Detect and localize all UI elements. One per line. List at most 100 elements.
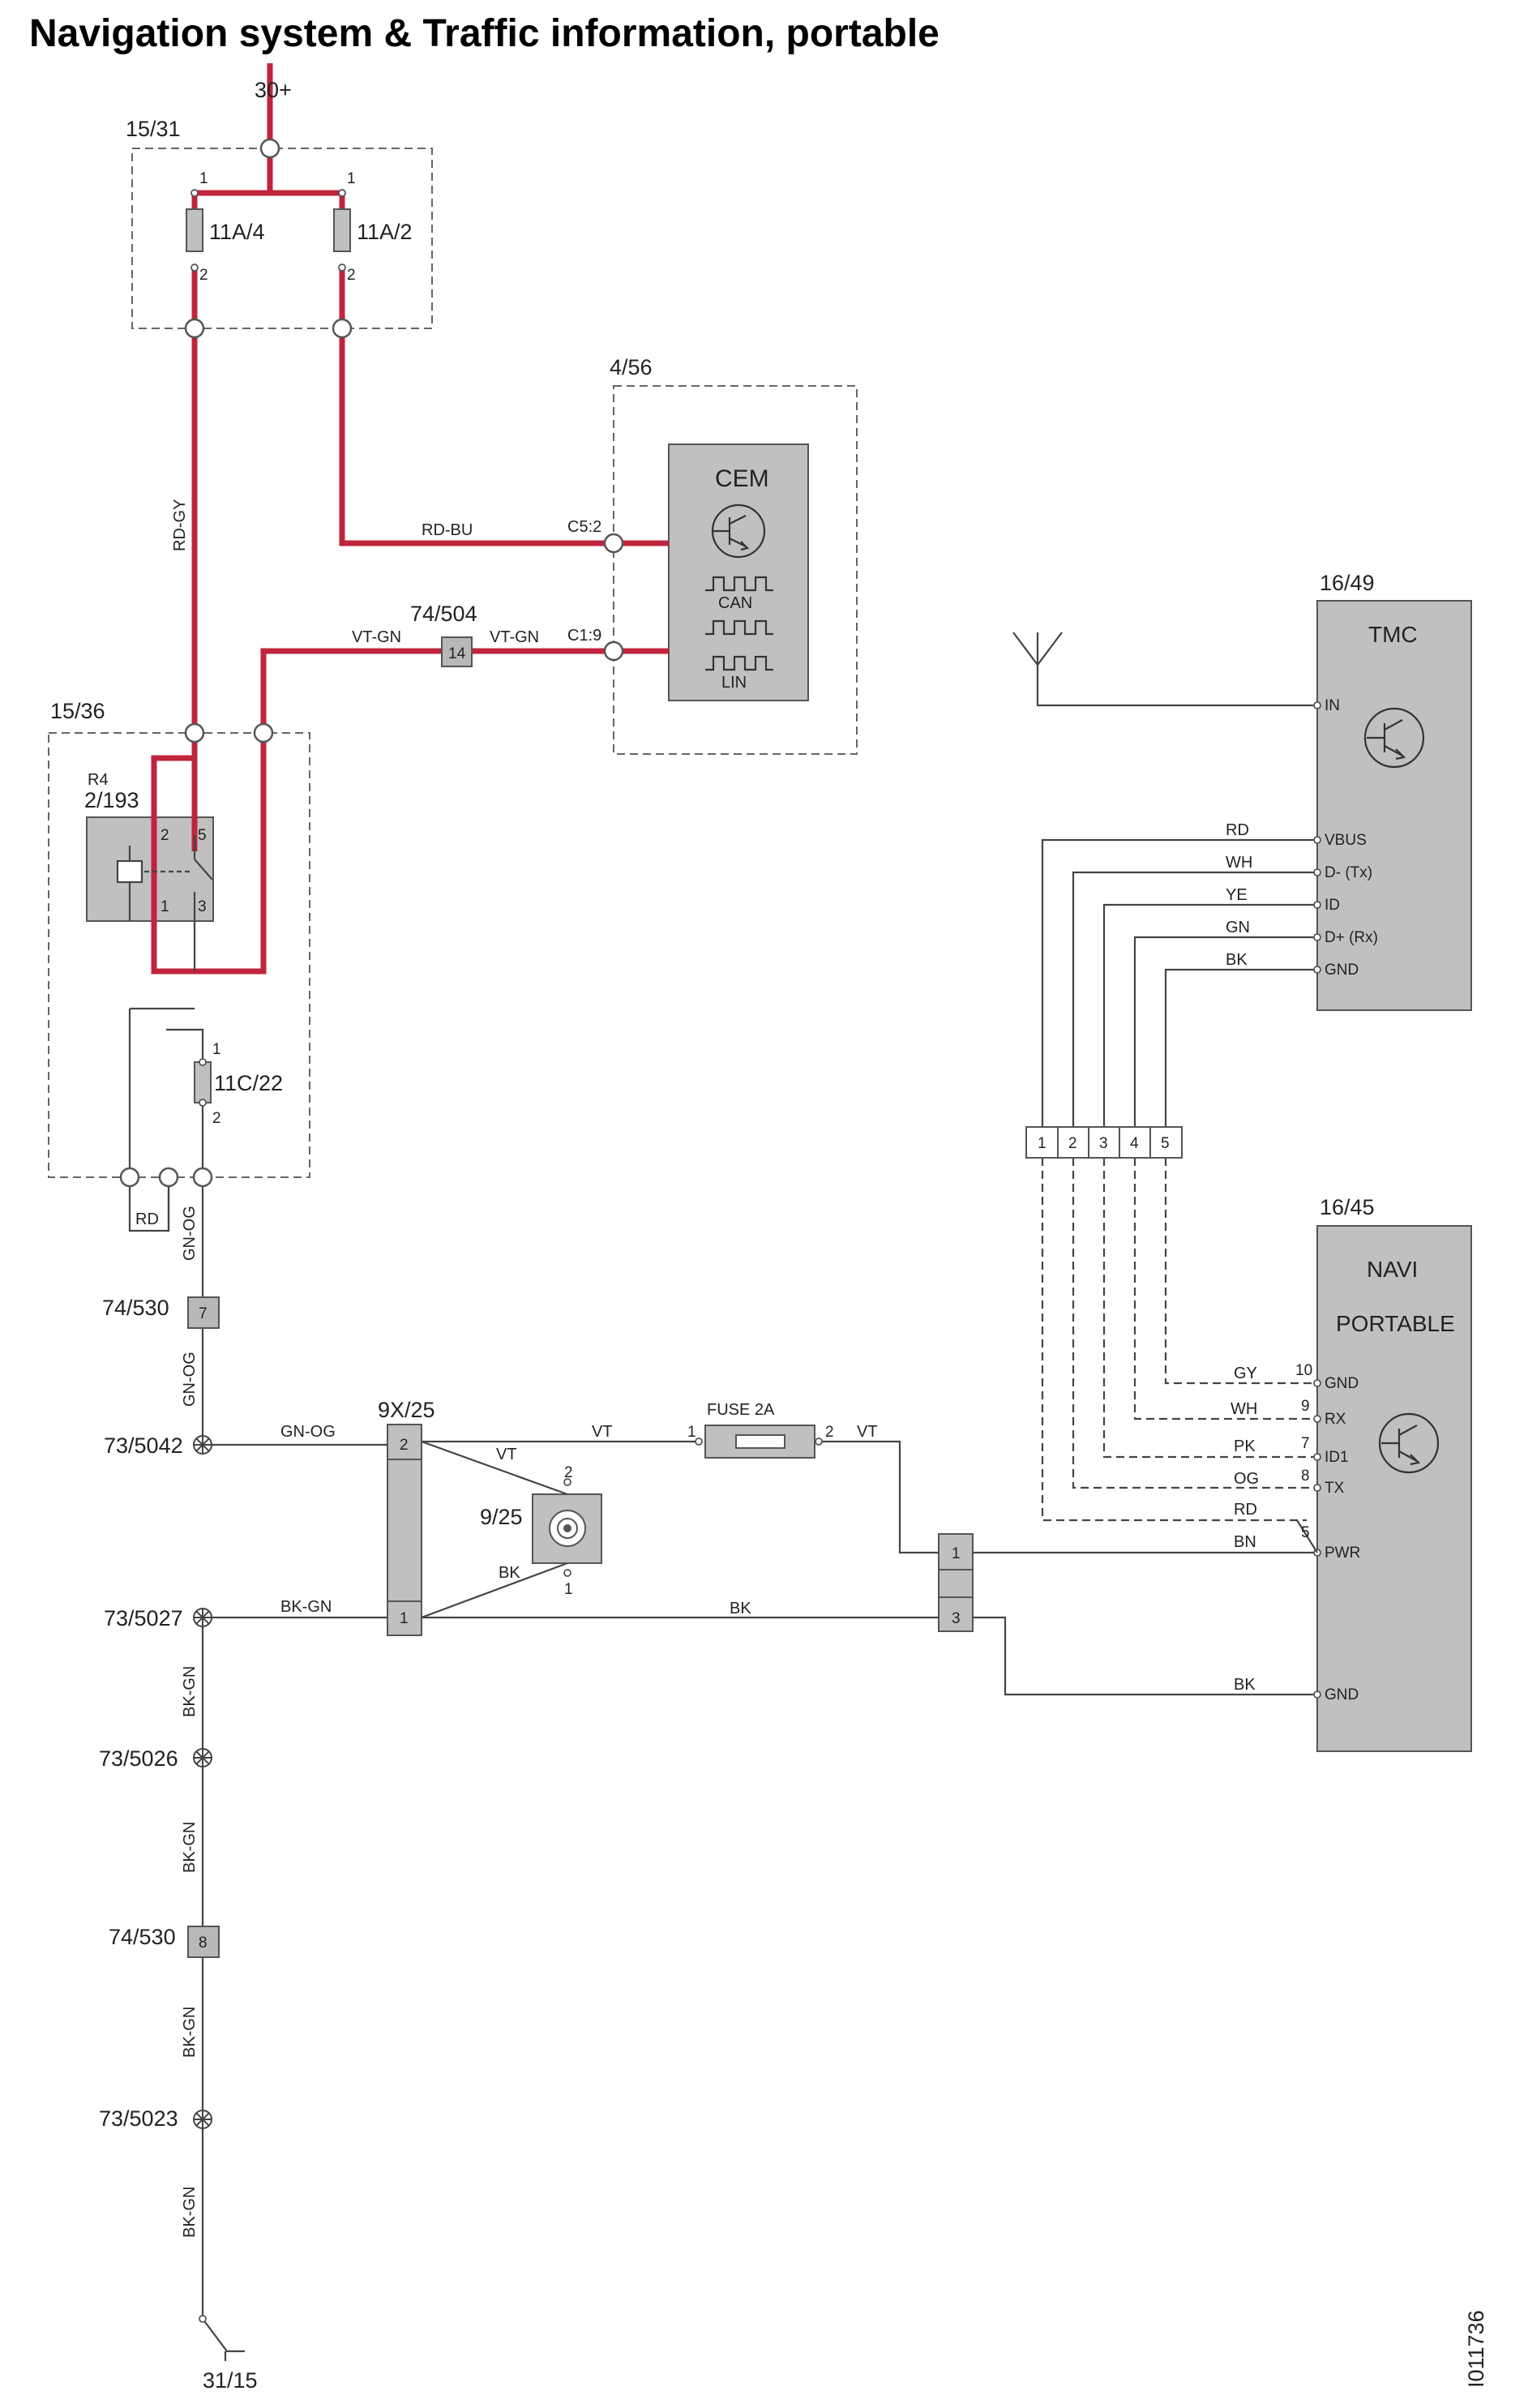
wire-bk-gn-1: BK-GN xyxy=(280,1598,332,1616)
can-wave-icon xyxy=(705,576,773,592)
fuse-11c-22-label: 11C/22 xyxy=(214,1071,283,1095)
navi-id: 16/45 xyxy=(1320,1195,1375,1219)
fuse-11a-4-pin1: 1 xyxy=(199,170,208,187)
navi-pinnum-9: 9 xyxy=(1301,1398,1310,1415)
wire-bk-gn-5: BK-GN xyxy=(181,2187,199,2238)
cem-pin-c52: C5:2 xyxy=(567,518,601,536)
navi-pin-gnd2: GND xyxy=(1325,1686,1359,1703)
connector-74-530-a-label: 74/530 xyxy=(102,1296,169,1320)
wire-rd: RD xyxy=(135,1210,159,1228)
connector-5pin xyxy=(1025,1126,1183,1159)
navi-wire-bk: BK xyxy=(1234,1676,1256,1694)
connector-5pin-5: 5 xyxy=(1161,1135,1170,1152)
component-9-25-pin2: 2 xyxy=(564,1464,573,1481)
wire-gn-og-2: GN-OG xyxy=(181,1352,199,1407)
splice-73-5042-label: 73/5042 xyxy=(104,1433,183,1458)
splice-73-5027-label: 73/5027 xyxy=(104,1606,183,1630)
cem-name: CEM xyxy=(715,465,769,492)
component-9-25-pin1: 1 xyxy=(564,1581,573,1598)
wire-bk-gn-3: BK-GN xyxy=(181,1822,199,1873)
fuse-2a-pin1: 1 xyxy=(687,1424,696,1441)
relay-pin-1: 1 xyxy=(161,898,169,915)
page-title: Navigation system & Traffic information,… xyxy=(29,12,939,55)
connector-5pin-3: 3 xyxy=(1099,1135,1108,1152)
fuse-11a-2-pin1: 1 xyxy=(347,170,356,187)
navi-pin-gnd: GND xyxy=(1325,1375,1359,1392)
tmc-module xyxy=(1316,600,1472,1011)
fuse-11a-4-label: 11A/4 xyxy=(209,220,265,244)
navi-wire-bn: BN xyxy=(1234,1533,1256,1551)
navi-wire-rd: RD xyxy=(1234,1501,1257,1519)
connector-9x25-pin1: 1 xyxy=(400,1610,409,1627)
wire-bk-1: BK xyxy=(499,1564,520,1582)
connector-5pin-2: 2 xyxy=(1068,1135,1077,1152)
fuse-11c-22 xyxy=(194,1061,212,1103)
wire-bk-gn-4: BK-GN xyxy=(181,2007,199,2058)
navi-pin-pwr: PWR xyxy=(1325,1545,1360,1562)
connector-74-530-a xyxy=(187,1296,220,1329)
fuse-11a-2 xyxy=(333,208,351,252)
splice-73-5042 xyxy=(193,1435,212,1455)
navi-portable-module xyxy=(1316,1225,1472,1752)
tmc-name: TMC xyxy=(1368,622,1418,647)
box-15-36 xyxy=(48,732,310,1178)
battery-label: 30+ xyxy=(255,78,292,102)
navi-name-line1: NAVI xyxy=(1367,1257,1418,1282)
navi-name-line2: PORTABLE xyxy=(1336,1311,1455,1336)
connector-74-530-b xyxy=(187,1926,220,1958)
relay-pin-2: 2 xyxy=(161,827,169,844)
wire-vt-1: VT xyxy=(592,1423,613,1441)
fuse-11a-4-pin2: 2 xyxy=(199,267,208,284)
wire-gn-og-1: GN-OG xyxy=(181,1206,199,1261)
tmc-pin-in: IN xyxy=(1325,697,1340,714)
navi-pin-id1: ID1 xyxy=(1325,1449,1349,1466)
document-id: I011736 xyxy=(1464,2310,1488,2388)
navi-pin-rx: RX xyxy=(1325,1411,1346,1428)
tmc-pin-d-tx: D- (Tx) xyxy=(1325,864,1372,881)
navi-pinnum-7: 7 xyxy=(1301,1435,1310,1452)
tmc-pin-vbus: VBUS xyxy=(1325,832,1367,849)
wire-vt-gn-1: VT-GN xyxy=(352,628,401,646)
fuse-11a-4 xyxy=(186,208,203,252)
fuse-11a-2-label: 11A/2 xyxy=(357,220,413,244)
cem-pin-c19: C1:9 xyxy=(567,627,601,645)
component-9-25-label: 9/25 xyxy=(480,1505,523,1529)
tmc-transistor-icon xyxy=(1363,707,1425,769)
wire-vt-2: VT xyxy=(496,1446,517,1463)
navi-pinnum-10: 10 xyxy=(1295,1362,1312,1379)
relay-label: 2/193 xyxy=(84,788,139,812)
splice-73-5023 xyxy=(193,2110,212,2129)
tmc-pin-d-rx: D+ (Rx) xyxy=(1325,929,1378,946)
navi-wire-pk: PK xyxy=(1234,1438,1256,1455)
wire-bk-2: BK xyxy=(730,1600,751,1617)
navi-pinnum-5: 5 xyxy=(1301,1524,1310,1541)
connector-74-504-pin: 14 xyxy=(448,645,466,662)
fuse-2a-label: FUSE 2A xyxy=(707,1401,775,1419)
fuse-2a xyxy=(704,1425,815,1459)
tmc-wire-wh: WH xyxy=(1226,854,1252,872)
navi-wire-wh: WH xyxy=(1231,1400,1257,1418)
wire-bk-gn-2: BK-GN xyxy=(181,1666,199,1717)
fuse-11c-22-pin2: 2 xyxy=(212,1110,221,1127)
navi-wire-gy: GY xyxy=(1234,1365,1257,1382)
connector-9x25-pin2: 2 xyxy=(400,1437,409,1454)
splice-73-5023-label: 73/5023 xyxy=(99,2106,178,2131)
box-15-31 xyxy=(131,148,433,329)
cem-can-label: CAN xyxy=(718,594,752,612)
relay-pin-5: 5 xyxy=(198,827,207,844)
wire-rd-bu: RD-BU xyxy=(422,521,473,539)
navi-wire-og: OG xyxy=(1234,1470,1259,1488)
connector-74-530-a-pin: 7 xyxy=(199,1305,208,1322)
splice-73-5027 xyxy=(193,1608,212,1627)
tmc-wire-gn: GN xyxy=(1226,919,1250,936)
connector-74-530-b-pin: 8 xyxy=(199,1935,208,1952)
connector-74-504 xyxy=(441,636,473,667)
wire-vt-gn-2: VT-GN xyxy=(490,628,539,646)
tmc-id: 16/49 xyxy=(1320,571,1375,595)
navi-pin-tx: TX xyxy=(1325,1480,1345,1497)
connector-right-pin1: 1 xyxy=(952,1545,961,1562)
tmc-pin-gnd: GND xyxy=(1325,962,1359,979)
connector-5pin-1: 1 xyxy=(1038,1135,1046,1152)
box-15-36-label: 15/36 xyxy=(50,699,105,723)
